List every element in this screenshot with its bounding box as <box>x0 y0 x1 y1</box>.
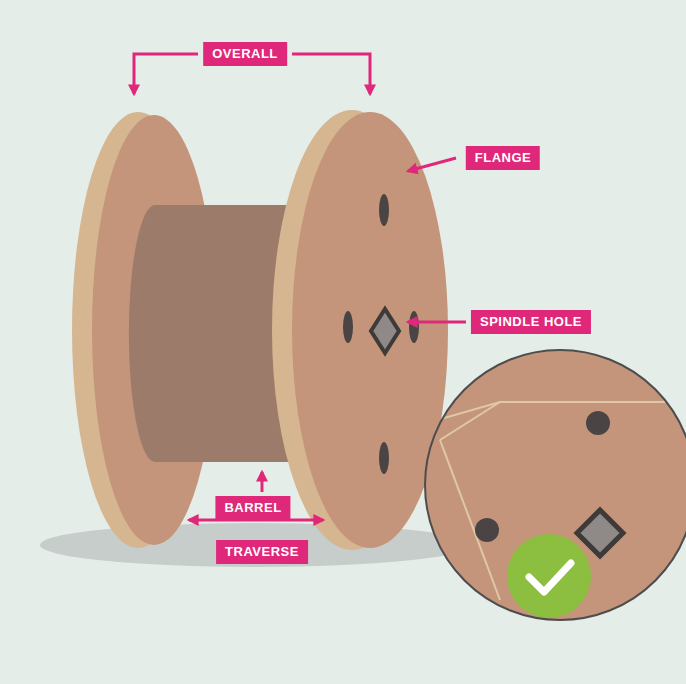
part-label: FLANGE <box>466 146 540 170</box>
bolt-hole <box>409 311 419 343</box>
pointers <box>134 54 466 520</box>
part-label: BARREL <box>215 496 290 520</box>
shadow <box>40 523 470 567</box>
part-label: TRAVERSE <box>216 540 308 564</box>
part-label: OVERALL <box>203 42 287 66</box>
magnified-view <box>420 345 686 625</box>
bolt-hole <box>343 311 353 343</box>
check-badge <box>507 534 591 618</box>
bolt-hole <box>379 442 389 474</box>
bolt-hole <box>379 194 389 226</box>
part-label: SPINDLE HOLE <box>471 310 591 334</box>
check-mark <box>529 563 571 592</box>
magnifier-ring <box>425 350 686 620</box>
spindle-hole <box>371 309 399 353</box>
